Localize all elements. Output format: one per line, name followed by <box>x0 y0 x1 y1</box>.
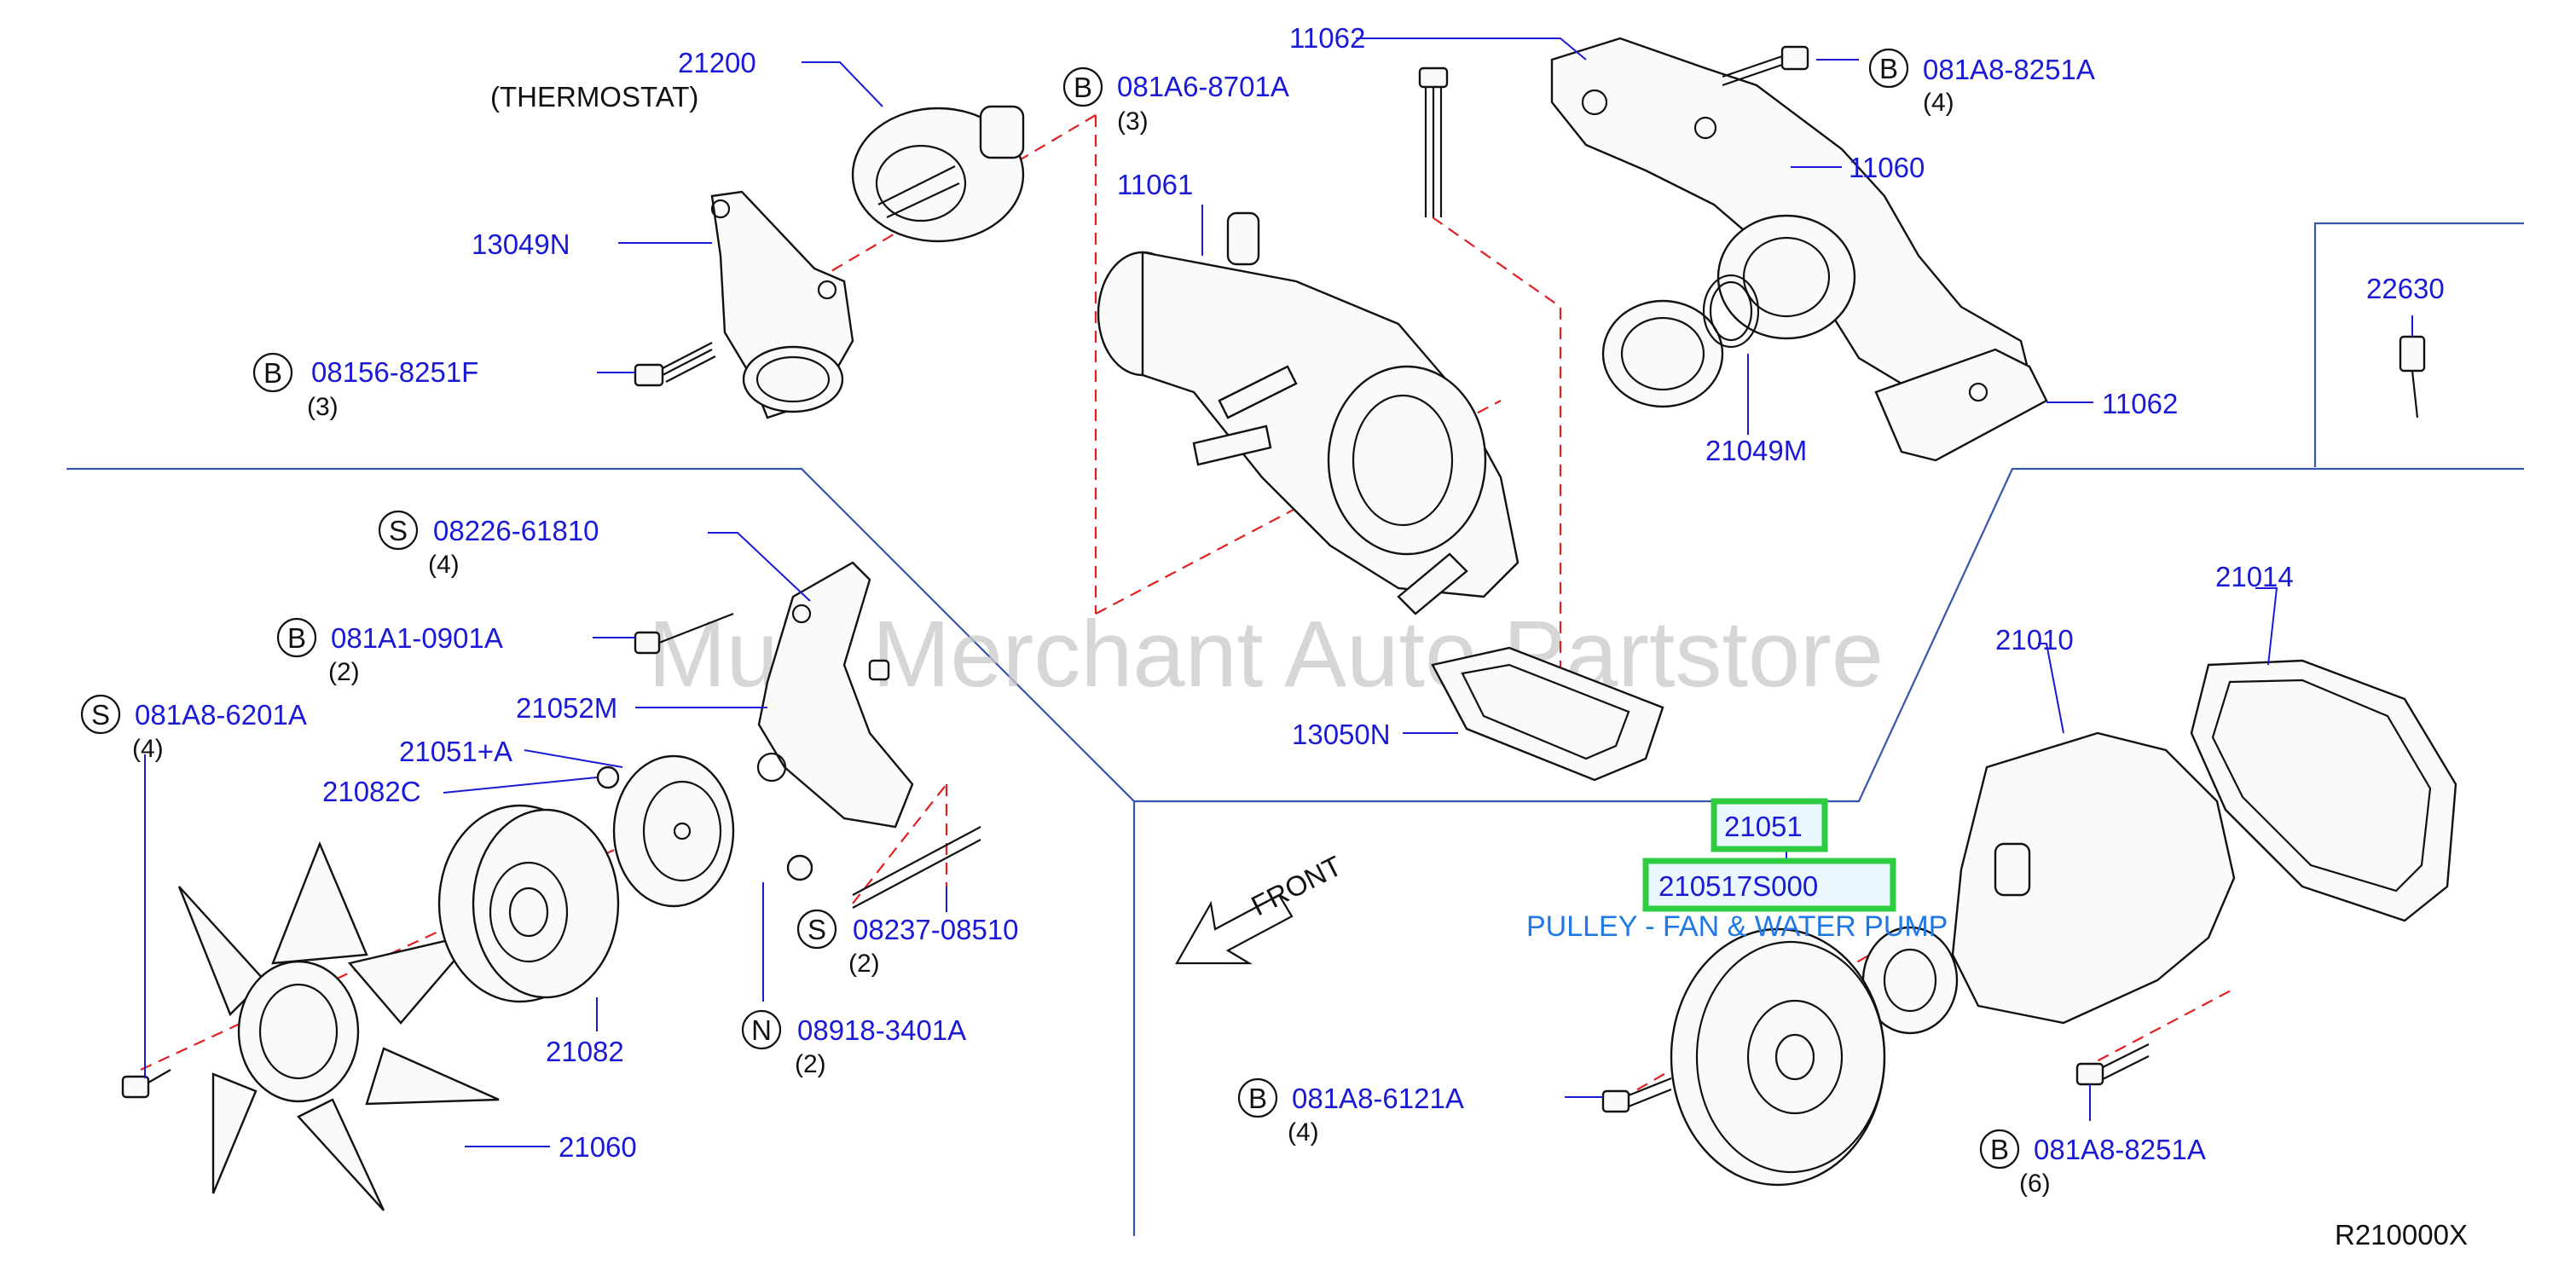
fan-coupling-illustration <box>437 804 620 1003</box>
label-13050n[interactable]: 13050N <box>1292 719 1391 750</box>
gasket-21014-illustration <box>2190 659 2457 922</box>
label-21082c[interactable]: 21082C <box>322 776 421 807</box>
qty-08237-08510: (2) <box>848 950 880 978</box>
label-08226-61810[interactable]: 08226-61810 <box>433 515 599 546</box>
water-pump-illustration <box>1861 731 2236 1035</box>
label-21010[interactable]: 21010 <box>1995 624 2074 656</box>
fan-blade-illustration <box>177 840 500 1211</box>
o-ring-21049m-illustration <box>1702 274 1760 349</box>
label-22630[interactable]: 22630 <box>2366 273 2445 304</box>
qty-081a8-8251a-bottom: (6) <box>2019 1170 2051 1198</box>
bracket-21052m-illustration <box>756 561 914 829</box>
diagram-reference-code: R210000X <box>2335 1219 2468 1251</box>
label-11062-top[interactable]: 11062 <box>1289 22 1365 54</box>
label-21049m[interactable]: 21049M <box>1705 435 1807 466</box>
section-frame <box>67 222 2524 1236</box>
label-081a1-0901a[interactable]: 081A1-0901A <box>331 622 503 654</box>
marker-s-081a8: S <box>91 699 110 731</box>
label-21051[interactable]: 21051 <box>1724 811 1803 842</box>
marker-n-08918: N <box>751 1014 772 1046</box>
water-inlet-illustration <box>1097 211 1724 615</box>
marker-b-081a6: B <box>1074 72 1092 103</box>
label-thermostat: (THERMOSTAT) <box>490 81 698 113</box>
small-fasteners-illustration <box>121 612 981 1099</box>
marker-b-081a8b: B <box>1248 1083 1267 1114</box>
label-21052m[interactable]: 21052M <box>516 692 617 724</box>
leader-lines <box>144 38 2413 1147</box>
marker-circles: B B B S B S S N B B <box>80 48 2020 1170</box>
label-081a8-8251a-top[interactable]: 081A8-8251A <box>1923 54 2095 85</box>
qty-08918-3401a: (2) <box>795 1050 826 1078</box>
label-08918-3401a[interactable]: 08918-3401A <box>797 1014 966 1046</box>
marker-b-081a1: B <box>287 622 306 654</box>
bolt-08156-illustration <box>634 342 716 387</box>
qty-081a8-6201a: (4) <box>132 735 164 763</box>
thermostat-housing-illustration <box>710 190 854 419</box>
label-081a8-8251a-bottom[interactable]: 081A8-8251A <box>2034 1134 2206 1165</box>
sensor-22630-illustration <box>2399 335 2426 419</box>
bolt-081a8-6121a-illustration <box>1601 1077 1672 1113</box>
front-label: FRONT <box>1246 850 1346 922</box>
label-11062-side[interactable]: 11062 <box>2102 388 2178 419</box>
bolt-081a8-8251a-bottom-illustration <box>2075 1043 2150 1086</box>
label-08156-8251f[interactable]: 08156-8251F <box>311 356 478 388</box>
label-081a6-8701a[interactable]: 081A6-8701A <box>1117 71 1289 102</box>
label-08237-08510[interactable]: 08237-08510 <box>853 914 1019 945</box>
gasket-11062-illustration <box>1874 348 2048 462</box>
marker-b-08156: B <box>263 357 282 389</box>
marker-b-081a8c: B <box>1990 1134 2009 1165</box>
qty-081a6-8701a: (3) <box>1117 107 1149 136</box>
water-outlet-illustration <box>1550 37 2031 402</box>
qty-081a8-6121a: (4) <box>1288 1118 1319 1147</box>
label-pulley-description: PULLEY - FAN & WATER PUMP <box>1526 910 1948 943</box>
selected-part-highlight <box>1642 798 1896 912</box>
bolt-081a6-illustration <box>1418 66 1449 217</box>
water-pump-pulley-illustration <box>1670 927 1886 1187</box>
bolt-081a8-8251a-top-illustration <box>1722 45 1809 87</box>
label-210517s000[interactable]: 210517S000 <box>1658 870 1818 902</box>
label-21082[interactable]: 21082 <box>546 1036 624 1067</box>
marker-s-08237: S <box>808 914 826 945</box>
label-21200[interactable]: 21200 <box>678 47 756 78</box>
gasket-13050n-illustration <box>1431 646 1664 782</box>
thermostat-illustration <box>851 105 1025 243</box>
label-21014[interactable]: 21014 <box>2215 561 2294 592</box>
pulley-21051a-illustration <box>612 754 735 908</box>
marker-b-081a8a: B <box>1879 53 1898 84</box>
label-081a8-6121a[interactable]: 081A8-6121A <box>1292 1083 1464 1114</box>
qty-081a1-0901a: (2) <box>328 658 360 686</box>
label-13049n[interactable]: 13049N <box>472 228 570 260</box>
part-labels: 21200 (THERMOSTAT) 081A6-8701A (3) 11062… <box>132 22 2468 1251</box>
qty-08156-8251f: (3) <box>307 393 339 421</box>
label-11060[interactable]: 11060 <box>1849 152 1925 183</box>
qty-081a8-8251a-top: (4) <box>1923 89 1954 117</box>
front-arrow: FRONT <box>1175 850 1346 965</box>
label-21060[interactable]: 21060 <box>559 1131 637 1163</box>
label-081a8-6201a[interactable]: 081A8-6201A <box>135 699 307 731</box>
marker-s-08226: S <box>389 515 408 546</box>
label-11061[interactable]: 11061 <box>1117 169 1193 200</box>
label-21051-a[interactable]: 21051+A <box>399 736 512 767</box>
qty-08226-61810: (4) <box>428 551 460 579</box>
